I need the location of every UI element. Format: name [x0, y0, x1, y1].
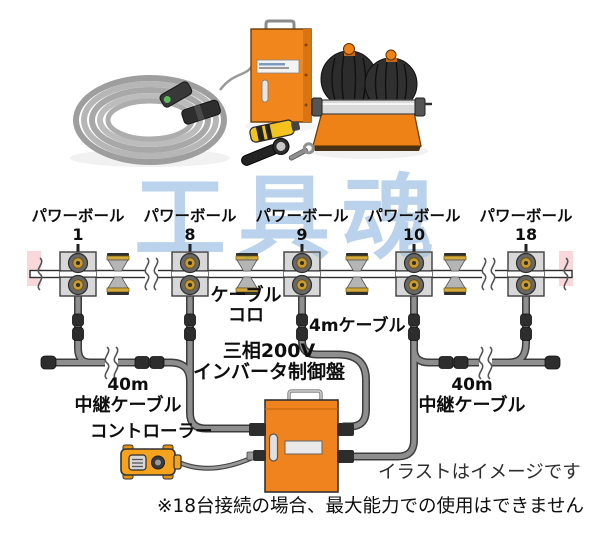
flashlight-gauge-photo	[241, 137, 290, 166]
inline-connector-icon	[408, 313, 420, 341]
break-mark	[481, 257, 496, 291]
port-left-upper	[249, 423, 266, 436]
unit-label-10: パワーボール	[367, 207, 461, 225]
cable-4m-label: 4mケーブル	[309, 316, 406, 336]
cable-roller-label-line1: ケーブル	[210, 285, 282, 306]
illustration-note: イラストはイメージです	[378, 462, 581, 483]
unit-number-9: 9	[296, 225, 308, 244]
pendant-controller	[120, 444, 182, 480]
unit-label-18: パワーボール	[479, 207, 573, 225]
unit-label-9: パワーボール	[255, 207, 349, 225]
cable-rollers	[106, 253, 467, 295]
break-mark	[104, 346, 119, 380]
port-left-lower	[253, 450, 266, 461]
unit-number-18: 18	[514, 225, 538, 244]
grip-tool-photo	[249, 119, 301, 143]
pendant-cable-gland	[173, 454, 182, 470]
disclaimer-note: ※18台接続の場合、最大能力での使用はできません	[157, 496, 584, 517]
box-handle	[264, 19, 296, 30]
roller-bar	[316, 99, 422, 115]
relay-cable-label-right: 中継ケーブル	[418, 395, 526, 416]
control-box-photo	[250, 19, 312, 123]
reel-connector-2	[181, 99, 221, 125]
unit-label-8: パワーボール	[143, 207, 237, 225]
relay-cable-label-left: 中継ケーブル	[74, 395, 182, 416]
reel-connector-1	[159, 81, 193, 108]
inline-connector-icon	[72, 313, 84, 341]
unit-number-8: 8	[184, 225, 196, 244]
relay-connector-pair	[134, 356, 165, 369]
port-right-upper	[337, 423, 354, 436]
break-mark	[37, 257, 43, 291]
inline-connector-icon	[184, 313, 196, 341]
cable-roller-label-line2: コロ	[228, 305, 264, 326]
power-cables-core	[48, 293, 549, 459]
inverter-label-line2: インバータ制御盤	[192, 361, 345, 383]
cable-roller-icon	[345, 253, 369, 295]
relay-40m-label-right: 40m	[451, 375, 493, 395]
port-right-lower	[337, 450, 354, 463]
relay-40m-label-left: 40m	[107, 375, 149, 395]
box-label-plate	[284, 440, 323, 455]
ball-cap-icon	[385, 49, 397, 61]
box-handle	[287, 389, 323, 400]
inline-connector-icon	[296, 313, 308, 341]
inverter-control-box	[246, 389, 354, 493]
power-ball-unit-18	[507, 244, 545, 297]
controller-label: コントローラー	[90, 422, 213, 442]
cable-reel-photo	[73, 75, 227, 165]
wrench-photo	[288, 142, 315, 161]
unit-number-1: 1	[72, 225, 84, 244]
power-ball-units	[59, 244, 545, 297]
power-ball-unit-8	[171, 244, 209, 297]
inline-connector-icon	[520, 313, 532, 341]
cable-connectors	[40, 313, 561, 370]
cable-roller-icon	[106, 253, 130, 295]
cable-roller-icon	[235, 253, 259, 295]
power-ball-unit-10	[395, 244, 433, 297]
cable-end-plug	[544, 355, 561, 370]
cable-end-plug	[40, 355, 57, 370]
inverter-label-line1: 三相200V	[222, 340, 316, 362]
unit-label-1: パワーボール	[31, 207, 125, 225]
power-ball-unit-1	[59, 244, 97, 297]
connection-diagram	[27, 244, 573, 493]
power-ball-unit-9	[283, 244, 321, 297]
cable-roller-icon	[443, 253, 467, 295]
ball-cap-icon	[343, 43, 355, 55]
reel-power-cord	[219, 61, 256, 91]
box-lever	[268, 433, 279, 462]
unit-number-10: 10	[402, 225, 426, 244]
power-ball-machine-photo	[311, 43, 432, 151]
relay-connector-pair	[438, 356, 469, 369]
break-mark	[478, 346, 493, 380]
break-mark	[144, 257, 159, 291]
break-mark	[563, 257, 569, 291]
product-photo	[70, 19, 432, 167]
